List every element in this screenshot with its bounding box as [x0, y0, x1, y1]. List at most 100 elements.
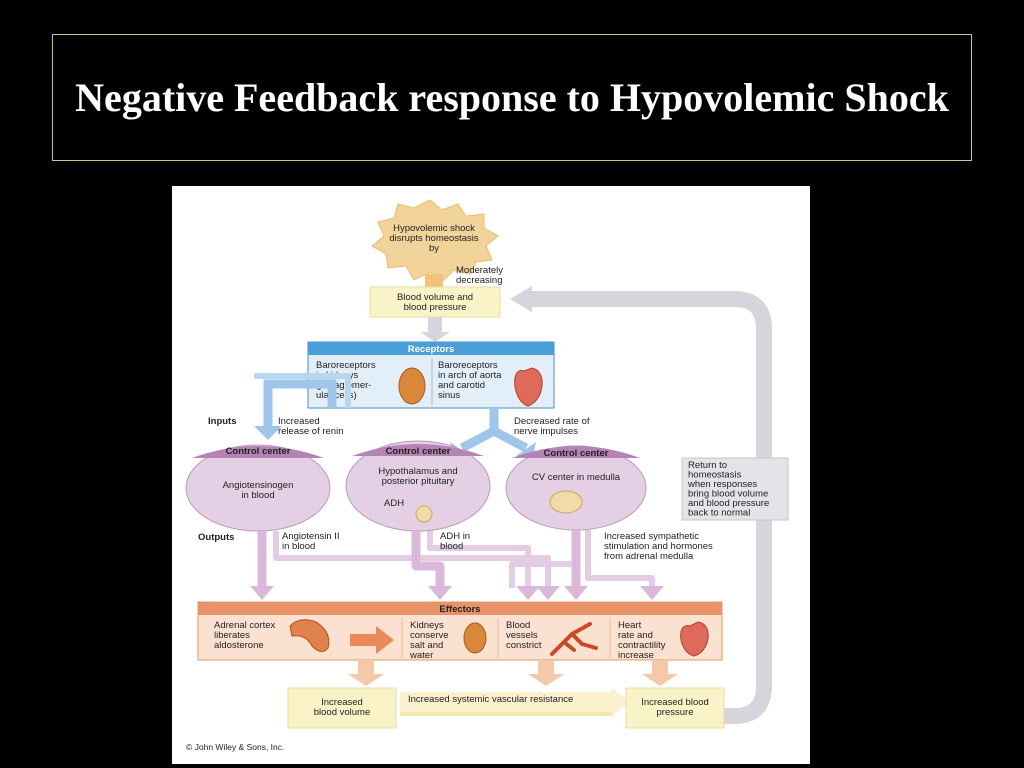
output-arrowheads — [250, 586, 664, 600]
effector-kidneys-line-3: salt and — [410, 640, 443, 651]
effector-heart-line-3: contractility — [618, 640, 666, 651]
kidney-icon — [398, 367, 426, 405]
return-line-1: Return to — [688, 460, 727, 471]
result-pressure-line-1: Increased blood — [641, 697, 709, 708]
stimulus-line-1: Hypovolemic shock — [393, 223, 475, 234]
result-volume-line-2: blood volume — [314, 707, 371, 718]
effectors-header: Effectors — [439, 604, 480, 615]
title-box: Negative Feedback response to Hypovolemi… — [52, 34, 972, 161]
result-arrows — [348, 660, 678, 686]
input-arrow-left — [254, 373, 351, 440]
effector-kidneys-line-2: conserve — [410, 630, 449, 641]
effector-heart-line-1: Heart — [618, 620, 642, 631]
result-volume-line-1: Increased — [321, 697, 363, 708]
center-middle-line-2: posterior pituitary — [382, 476, 455, 487]
result-resistance-arrow: Increased systemic vascular resistance — [400, 688, 630, 716]
return-line-5: and blood pressure — [688, 498, 769, 509]
stimulus-line-3: by — [429, 243, 439, 254]
control-header-middle: Control center — [386, 446, 451, 457]
inputs-label: Inputs — [208, 416, 237, 427]
result-resistance-text: Increased systemic vascular resistance — [408, 694, 573, 705]
effector-adrenal-line-1: Adrenal cortex — [214, 620, 276, 631]
output-right-line-1: Increased sympathetic — [604, 531, 699, 542]
effector-adrenal-line-3: aldosterone — [214, 640, 264, 651]
copyright-text: © John Wiley & Sons, Inc. — [186, 742, 284, 752]
output-middle-line-2: blood — [440, 541, 463, 552]
input-left-line-1: Increased — [278, 416, 320, 427]
output-left-line-2: in blood — [282, 541, 315, 552]
control-header-right: Control center — [544, 448, 609, 459]
control-header-left: Control center — [226, 446, 291, 457]
effector-arrow-icon — [350, 626, 394, 654]
effector-heart-line-4: increase — [618, 650, 654, 661]
kidney-effector-icon — [463, 622, 487, 654]
controlled-line-2: blood pressure — [404, 302, 467, 313]
effector-vessels-line-2: vessels — [506, 630, 538, 641]
center-left-line-1: Angiotensinogen — [223, 480, 294, 491]
return-line-2: homeostasis — [688, 470, 742, 481]
center-left-line-2: in blood — [241, 490, 274, 501]
receptor-left-line-3: (juxtaglomer- — [316, 380, 371, 391]
moderately-line-2: decreasing — [456, 275, 502, 286]
receptor-right-line-1: Baroreceptors — [438, 360, 498, 371]
adrenal-gland-icon — [289, 619, 330, 652]
center-right-line-1: CV center in medulla — [532, 472, 621, 483]
brain-icon — [549, 490, 583, 514]
return-line-4: bring blood volume — [688, 489, 768, 500]
pituitary-icon — [415, 505, 433, 523]
effector-kidneys-line-1: Kidneys — [410, 620, 444, 631]
receptor-right-line-3: and carotid — [438, 380, 485, 391]
stimulus-line-2: disrupts homeostasis — [389, 233, 478, 244]
output-left-line-1: Angiotensin II — [282, 531, 340, 542]
receptor-left-line-1: Baroreceptors — [316, 360, 376, 371]
output-middle-line-1: ADH in — [440, 531, 470, 542]
output-arrows — [257, 530, 655, 588]
controlled-arrow — [420, 317, 450, 342]
blood-vessel-icon — [550, 622, 598, 656]
receptors-header: Receptors — [408, 344, 454, 355]
moderately-line-1: Moderately — [456, 265, 503, 276]
effector-vessels-line-1: Blood — [506, 620, 530, 631]
effector-kidneys-line-4: water — [409, 650, 433, 661]
output-right-line-3: from adrenal medulla — [604, 551, 694, 562]
input-left-line-2: release of renin — [278, 426, 343, 437]
control-center-right: Control center CV center in medulla — [505, 445, 647, 531]
effector-adrenal-line-2: liberates — [214, 630, 250, 641]
result-pressure-line-2: pressure — [657, 707, 694, 718]
controlled-line-1: Blood volume and — [397, 292, 473, 303]
outputs-label: Outputs — [198, 532, 234, 543]
heart-icon — [514, 367, 543, 407]
heart-effector-icon — [680, 621, 709, 657]
effector-vessels-line-3: constrict — [506, 640, 542, 651]
output-right-line-2: stimulation and hormones — [604, 541, 713, 552]
receptor-right-line-2: in arch of aorta — [438, 370, 502, 381]
effector-heart-line-2: rate and — [618, 630, 653, 641]
slide-title: Negative Feedback response to Hypovolemi… — [75, 74, 949, 120]
